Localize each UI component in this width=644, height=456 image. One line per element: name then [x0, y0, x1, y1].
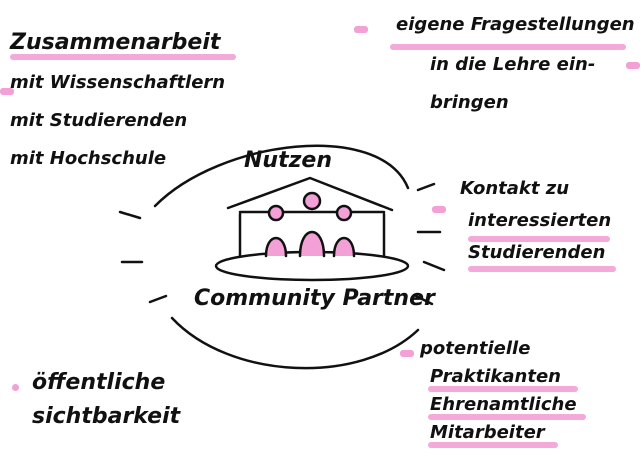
title-highlight: [10, 54, 236, 60]
bullet-dash: [0, 88, 14, 95]
text-highlight: [428, 414, 586, 420]
bullet-dot: [12, 384, 19, 391]
potential-item-volunteers: Ehrenamtliche: [430, 394, 577, 415]
text-highlight: [468, 266, 616, 272]
text-highlight: [428, 386, 578, 392]
bullet-dash: [354, 26, 368, 33]
research-line-2: in die Lehre ein-: [430, 54, 596, 75]
rays: [118, 182, 446, 306]
collab-item-university: mit Hochschule: [10, 148, 167, 169]
potential-item-interns: Praktikanten: [430, 366, 561, 387]
contact-line-2: interessierten: [468, 210, 612, 231]
visibility-line-1: öffentliche: [32, 370, 166, 395]
bullet-dash: [626, 62, 640, 69]
contact-line-3: Studierenden: [468, 242, 606, 263]
research-line-1: eigene Fragestellungen: [396, 14, 635, 35]
potential-title: potentielle: [420, 338, 531, 359]
benefit-label: Nutzen: [244, 148, 332, 173]
lower-arc: [170, 316, 420, 370]
community-partner-label: Community Partner: [194, 286, 435, 311]
contact-line-1: Kontakt zu: [460, 178, 570, 199]
people-icon: [264, 191, 356, 258]
upper-arc: [153, 144, 410, 208]
collab-item-students: mit Studierenden: [10, 110, 188, 131]
text-highlight: [468, 236, 610, 242]
research-line-3: bringen: [430, 92, 509, 113]
text-highlight: [390, 44, 626, 50]
collab-item-scientists: mit Wissenschaftlern: [10, 72, 226, 93]
bullet-dash: [432, 206, 446, 213]
collaboration-title: Zusammenarbeit: [10, 30, 221, 55]
visibility-line-2: sichtbarkeit: [32, 404, 181, 429]
bullet-dash: [400, 350, 414, 357]
text-highlight: [428, 442, 558, 448]
potential-item-staff: Mitarbeiter: [430, 422, 545, 443]
